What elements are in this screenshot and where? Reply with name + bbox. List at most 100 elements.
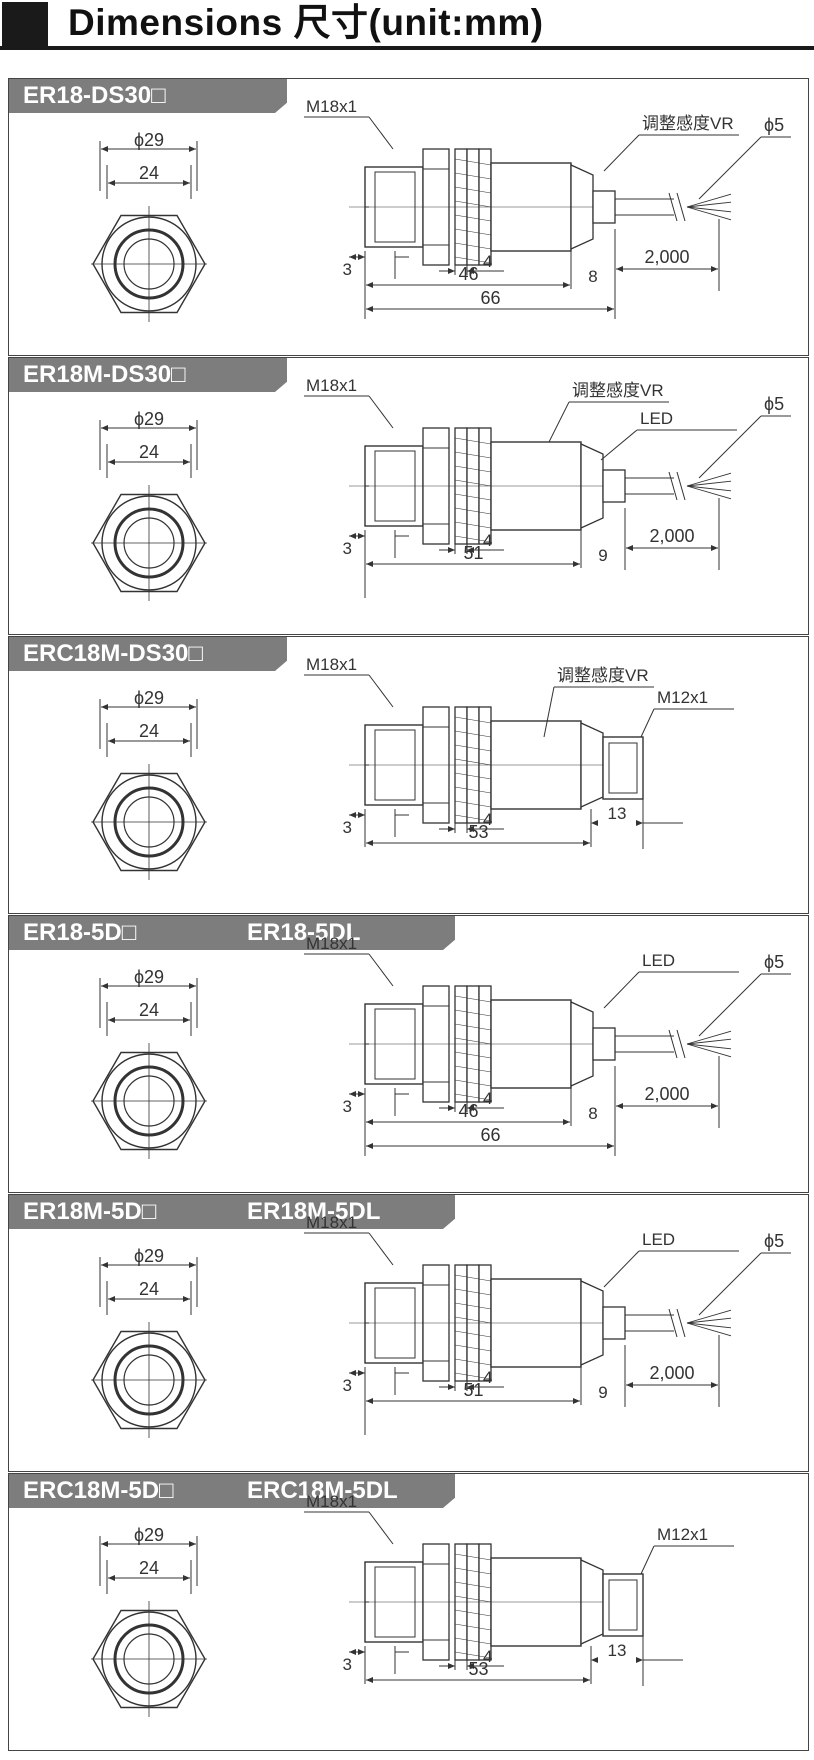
connector-label: M12x1 — [657, 688, 708, 707]
nut-hatch — [454, 744, 492, 752]
thread-label: M18x1 — [306, 1492, 357, 1511]
arrow-head — [108, 1017, 115, 1023]
cable-diameter-label: ϕ5 — [764, 1231, 784, 1251]
arrow-head — [189, 1541, 196, 1547]
arrow-head — [349, 1649, 356, 1655]
m12-connector — [602, 1573, 644, 1637]
nut-hatch — [454, 172, 492, 180]
arrow-head — [366, 561, 373, 567]
cable-break — [676, 1029, 686, 1059]
cable-wire — [686, 1309, 732, 1324]
total-length-label: 66 — [480, 1125, 500, 1145]
nut-hatch — [454, 228, 492, 236]
cable-wire — [686, 193, 732, 208]
arrow-head — [636, 1657, 643, 1663]
nut-hatch — [454, 1037, 492, 1045]
model-tab: ERC18M-DS30□ — [9, 637, 287, 671]
nut-hatch — [454, 1372, 492, 1380]
arrow-head — [573, 561, 580, 567]
arrow-head — [366, 1398, 373, 1404]
arrow-head — [366, 1119, 373, 1125]
nut-hatch — [454, 772, 492, 780]
nut-hatch — [454, 1581, 492, 1589]
thread-label: M18x1 — [306, 655, 357, 674]
model-tab: ER18M-DS30□ — [9, 358, 287, 392]
thread-leader — [368, 395, 394, 429]
cable-wire — [686, 480, 732, 487]
model-name: ERC18M-5D□ — [23, 1477, 174, 1504]
nut-hatch — [454, 730, 492, 738]
cable-dia-leader — [698, 136, 762, 200]
total-length-label: 66 — [480, 288, 500, 308]
cable-diameter-label: ϕ5 — [764, 115, 784, 135]
nut-hatch — [454, 786, 492, 794]
cable-wire — [686, 1317, 732, 1324]
model-tab: ER18-DS30□ — [9, 79, 287, 113]
nut-hatch — [454, 535, 492, 543]
nut-hatch — [454, 1288, 492, 1296]
arrow-head — [108, 1575, 115, 1581]
cable-wire — [686, 1043, 732, 1058]
arrow-head — [101, 1262, 108, 1268]
thread-leader — [368, 953, 394, 987]
body-length-label: 53 — [468, 1659, 488, 1679]
arrow-head — [616, 1103, 623, 1109]
cable-wire — [686, 1038, 732, 1045]
nut-hatch — [454, 758, 492, 766]
callout-leader — [543, 686, 555, 738]
arrow-head — [358, 812, 365, 818]
arrow-head — [189, 425, 196, 431]
arrow-head — [349, 254, 356, 260]
rear-dim-label: 13 — [608, 1641, 627, 1660]
cable-gland — [602, 1306, 626, 1340]
arrow-head — [358, 533, 365, 539]
nut-hatch — [454, 242, 492, 250]
callout-leader — [603, 134, 640, 172]
cable-wire — [686, 201, 732, 208]
nut-hatch — [454, 1009, 492, 1017]
arrow-head — [366, 306, 373, 312]
cable-break — [668, 471, 678, 501]
arrow-head — [358, 1091, 365, 1097]
cable-length-label: 2,000 — [649, 1363, 694, 1383]
connector-inner — [608, 1579, 638, 1631]
nut-hatch — [454, 1651, 492, 1659]
sensitivity-vr-label: 调整感度VR — [557, 666, 649, 685]
nut-hatch — [454, 1079, 492, 1087]
arrow-head — [183, 1296, 190, 1302]
arrow-head — [183, 459, 190, 465]
arrow-head — [349, 533, 356, 539]
led-label: LED — [640, 409, 673, 428]
nut-hatch — [454, 465, 492, 473]
cable-gland — [592, 1027, 616, 1061]
arrow-head — [101, 983, 108, 989]
nut-hatch — [454, 521, 492, 529]
arrow-head — [711, 266, 718, 272]
cable-break — [668, 1029, 678, 1059]
connector-leader — [640, 1545, 655, 1575]
nut-hatch — [454, 479, 492, 487]
cable-dia-leader — [698, 415, 762, 479]
arrow-head — [183, 1575, 190, 1581]
cable-dia-leader — [698, 973, 762, 1037]
callout-leader — [603, 1250, 640, 1288]
cable-gland — [592, 190, 616, 224]
nut-dim-label: 4 — [483, 531, 492, 550]
cable-wire — [686, 1322, 732, 1337]
outer-diameter-label: ϕ29 — [134, 130, 164, 150]
inner-size-label: 24 — [139, 1000, 159, 1020]
